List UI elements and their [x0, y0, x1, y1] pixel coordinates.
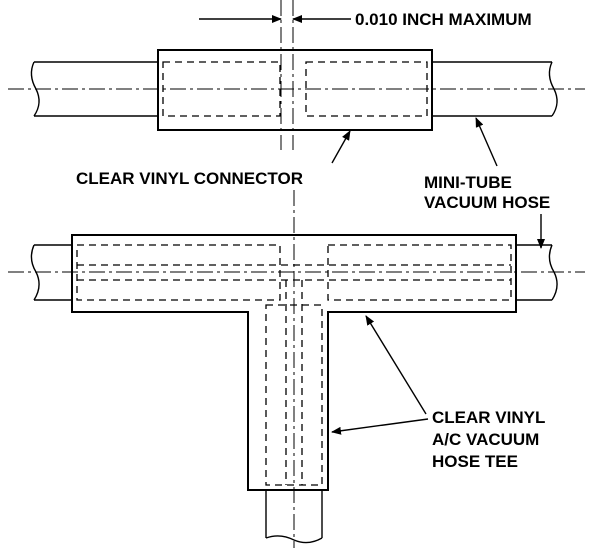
straight-connector-assembly: 0.010 INCH MAXIMUM	[8, 0, 585, 150]
clear-vinyl-tee-body	[71, 234, 517, 491]
hose-leader-arrow-top	[475, 117, 498, 167]
tee-label-line2: A/C VACUUM	[432, 430, 539, 449]
hose-label-line2: VACUUM HOSE	[424, 193, 550, 212]
tee-label-line1: CLEAR VINYL	[432, 408, 545, 427]
hose-label-line1: MINI-TUBE	[424, 173, 512, 192]
clearance-label: 0.010 INCH MAXIMUM	[355, 10, 532, 29]
tee-label-line3: HOSE TEE	[432, 452, 518, 471]
tee-connector-assembly	[8, 190, 585, 548]
connector-label: CLEAR VINYL CONNECTOR	[76, 169, 303, 188]
tee-bottom-mini-tube-hose	[265, 490, 323, 544]
clear-vinyl-connector-body	[157, 49, 433, 131]
tee-leader-arrow-lower	[331, 418, 429, 435]
tee-leader-arrow-upper	[365, 315, 427, 415]
connector-leader-arrow	[331, 130, 351, 164]
